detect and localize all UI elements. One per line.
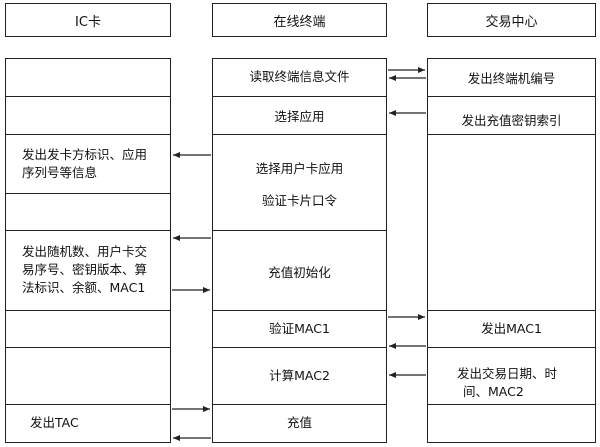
- center-divider: [427, 310, 596, 311]
- ic-divider: [5, 134, 171, 135]
- terminal-select-user-app: 选择用户卡应用: [255, 161, 344, 176]
- ic-random-line1: 发出随机数、用户卡交: [22, 244, 148, 259]
- center-mac1: 发出MAC1: [481, 321, 542, 336]
- center-divider: [427, 404, 596, 405]
- center-key-index: 发出充值密钥索引: [461, 113, 562, 128]
- ic-tac: 发出TAC: [30, 415, 79, 430]
- ic-random-line2: 易序号、密钥版本、算: [22, 262, 148, 277]
- terminal-header-label: 在线终端: [273, 14, 326, 30]
- ic-random-info: 发出随机数、用户卡交 易序号、密钥版本、算 法标识、余额、MAC1: [22, 243, 172, 297]
- terminal-calc-mac2: 计算MAC2: [269, 368, 330, 383]
- center-divider: [427, 96, 596, 97]
- ic-issuer-info-line1: 发出发卡方标识、应用: [22, 147, 148, 162]
- center-column: [427, 58, 596, 443]
- center-datetime: 发出交易日期、时 间、MAC2: [457, 365, 592, 401]
- ic-issuer-info-line2: 序列号等信息: [22, 165, 98, 180]
- ic-issuer-info: 发出发卡方标识、应用 序列号等信息: [22, 146, 172, 182]
- terminal-verify-pin: 验证卡片口令: [261, 193, 337, 208]
- terminal-read-file: 读取终端信息文件: [249, 69, 350, 84]
- terminal-divider: [212, 134, 387, 135]
- terminal-column: [212, 58, 387, 443]
- terminal-verify-mac1: 验证MAC1: [269, 321, 330, 336]
- center-divider: [427, 347, 596, 348]
- ic-card-header-label: IC卡: [75, 14, 101, 30]
- ic-random-line3: 法标识、余额、MAC1: [22, 280, 146, 295]
- center-datetime-line1: 发出交易日期、时: [457, 366, 558, 381]
- center-terminal-no: 发出终端机编号: [467, 71, 556, 86]
- ic-card-column: [5, 58, 171, 443]
- terminal-divider: [212, 96, 387, 97]
- center-datetime-line2: 间、MAC2: [463, 384, 524, 399]
- terminal-divider: [212, 230, 387, 231]
- ic-divider: [5, 310, 171, 311]
- ic-divider: [5, 230, 171, 231]
- ic-divider: [5, 347, 171, 348]
- terminal-select-app: 选择应用: [274, 109, 325, 124]
- center-divider: [427, 134, 596, 135]
- terminal-header: 在线终端: [212, 3, 387, 37]
- terminal-divider: [212, 404, 387, 405]
- ic-divider: [5, 404, 171, 405]
- terminal-divider: [212, 347, 387, 348]
- center-header-label: 交易中心: [485, 14, 538, 30]
- ic-divider: [5, 96, 171, 97]
- ic-divider: [5, 193, 171, 194]
- terminal-recharge: 充值: [286, 415, 312, 430]
- center-header: 交易中心: [427, 3, 596, 37]
- terminal-init-recharge: 充值初始化: [268, 265, 331, 280]
- terminal-divider: [212, 310, 387, 311]
- ic-card-header: IC卡: [5, 3, 171, 37]
